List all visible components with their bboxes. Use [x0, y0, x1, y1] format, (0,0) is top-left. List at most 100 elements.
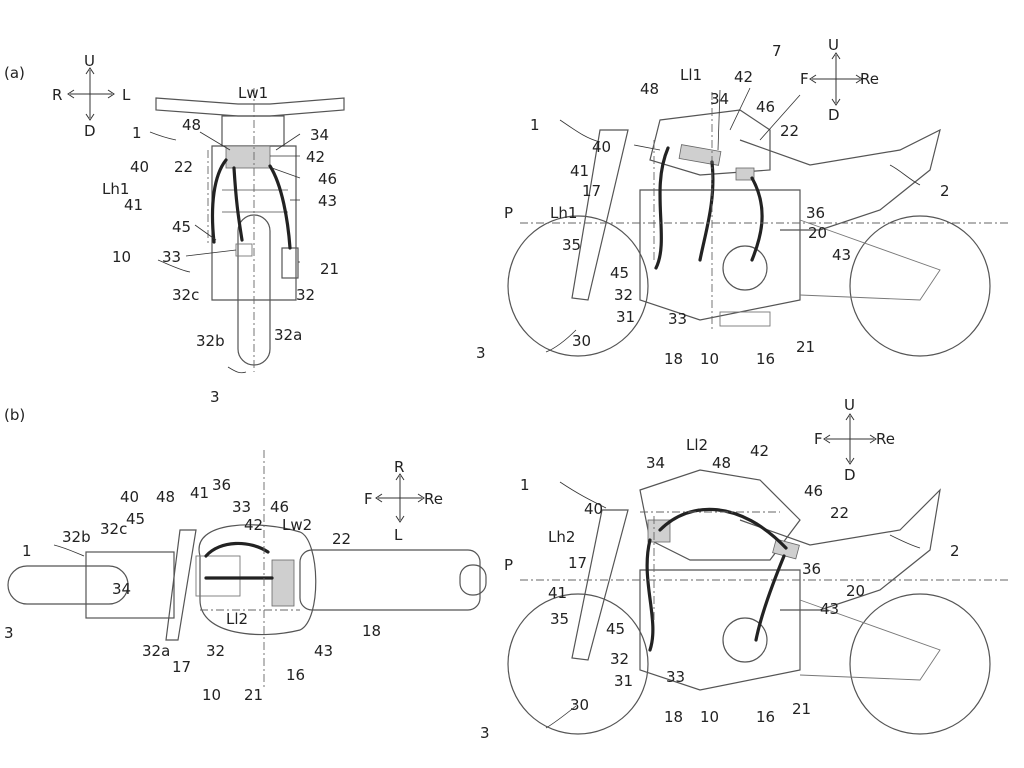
label-41-a2: 41 [570, 162, 589, 180]
label-22-a2: 22 [780, 122, 799, 140]
label-30-b2: 30 [570, 696, 589, 714]
direction-rear-a2: Re [860, 70, 879, 88]
labels-figure-b: (b) R F Re L 36 40 48 41 33 46 45 42 Lw2… [4, 396, 960, 742]
label-21-b2: 21 [792, 700, 811, 718]
label-Lh1-a1: Lh1 [102, 180, 129, 198]
label-34-a2: 34 [710, 90, 729, 108]
label-32b-a1: 32b [196, 332, 225, 350]
label-Lw2-b1: Lw2 [282, 516, 312, 534]
direction-down-a1: D [84, 122, 96, 140]
label-7-a2: 7 [772, 42, 782, 60]
label-36-b2: 36 [802, 560, 821, 578]
label-P-b2: P [504, 556, 513, 574]
label-40-b1: 40 [120, 488, 139, 506]
label-20-b2: 20 [846, 582, 865, 600]
label-46-b1: 46 [270, 498, 289, 516]
label-34-b1: 34 [112, 580, 131, 598]
label-3-b1: 3 [4, 624, 14, 642]
label-35-a2: 35 [562, 236, 581, 254]
direction-rear-b1: Re [424, 490, 443, 508]
direction-compass-a-left [67, 67, 115, 121]
label-42-a1: 42 [306, 148, 325, 166]
label-32b-b1: 32b [62, 528, 91, 546]
front-view-a [155, 88, 345, 372]
direction-down-b2: D [844, 466, 856, 484]
label-Lh1-a2: Lh1 [550, 204, 577, 222]
label-Ll2-b1: Ll2 [226, 610, 248, 628]
label-21-b1: 21 [244, 686, 263, 704]
label-46-a1: 46 [318, 170, 337, 188]
label-17-b2: 17 [568, 554, 587, 572]
leader-lines [53, 87, 921, 729]
label-46-b2: 46 [804, 482, 823, 500]
label-48-b1: 48 [156, 488, 175, 506]
label-43-b2: 43 [820, 600, 839, 618]
label-40-a1: 40 [130, 158, 149, 176]
label-Lw1: Lw1 [238, 84, 268, 102]
label-Ll1-a2: Ll1 [680, 66, 702, 84]
label-45-a1: 45 [172, 218, 191, 236]
label-10-a2: 10 [700, 350, 719, 368]
side-view-b [507, 469, 1010, 735]
direction-front-b2: F [814, 430, 823, 448]
label-30-a2: 30 [572, 332, 591, 350]
label-1-b1: 1 [22, 542, 32, 560]
label-33-b2: 33 [666, 668, 685, 686]
label-1-a1: 1 [132, 124, 142, 142]
label-46-a2: 46 [756, 98, 775, 116]
label-36-a2: 36 [806, 204, 825, 222]
label-2-b2: 2 [950, 542, 960, 560]
label-31-a2: 31 [616, 308, 635, 326]
direction-left-a1: L [122, 86, 131, 104]
label-10-a1: 10 [112, 248, 131, 266]
label-40-b2: 40 [584, 500, 603, 518]
direction-compass-b-left [375, 473, 425, 523]
label-45-b2: 45 [606, 620, 625, 638]
label-42-b2: 42 [750, 442, 769, 460]
label-22-b1: 22 [332, 530, 351, 548]
label-21-a1: 21 [320, 260, 339, 278]
label-3-b2: 3 [480, 724, 490, 742]
direction-down-a2: D [828, 106, 840, 124]
label-32-a1: 32 [296, 286, 315, 304]
label-32c-a1: 32c [172, 286, 199, 304]
label-41-a1: 41 [124, 196, 143, 214]
labels-figure-a: (a) U R L D Lw1 1 48 34 40 22 42 Lh1 46 … [4, 36, 950, 406]
figure-label-a: (a) [4, 64, 25, 82]
label-32a-b1: 32a [142, 642, 170, 660]
label-1-a2: 1 [530, 116, 540, 134]
label-Ll2-b2: Ll2 [686, 436, 708, 454]
label-33-a1: 33 [162, 248, 181, 266]
direction-front-a2: F [800, 70, 809, 88]
label-32-b1: 32 [206, 642, 225, 660]
label-43-a2: 43 [832, 246, 851, 264]
direction-up-a1: U [84, 52, 95, 70]
label-16-b2: 16 [756, 708, 775, 726]
label-33-b1: 33 [232, 498, 251, 516]
label-40-a2: 40 [592, 138, 611, 156]
label-10-b2: 10 [700, 708, 719, 726]
direction-right-b1: R [394, 458, 404, 476]
label-41-b2: 41 [548, 584, 567, 602]
label-43-b1: 43 [314, 642, 333, 660]
label-42-b1: 42 [244, 516, 263, 534]
label-10-b1: 10 [202, 686, 221, 704]
label-17-b1: 17 [172, 658, 191, 676]
label-45-a2: 45 [610, 264, 629, 282]
label-16-b1: 16 [286, 666, 305, 684]
label-48-b2: 48 [712, 454, 731, 472]
label-21-a2: 21 [796, 338, 815, 356]
label-18-b2: 18 [664, 708, 683, 726]
label-43-a1: 43 [318, 192, 337, 210]
top-view-b [7, 450, 487, 690]
label-41-b1: 41 [190, 484, 209, 502]
direction-up-b2: U [844, 396, 855, 414]
label-3-a2: 3 [476, 344, 486, 362]
label-42-a2: 42 [734, 68, 753, 86]
label-22-b2: 22 [830, 504, 849, 522]
direction-up-a2: U [828, 36, 839, 54]
label-31-b2: 31 [614, 672, 633, 690]
label-16-a2: 16 [756, 350, 775, 368]
direction-right-a1: R [52, 86, 62, 104]
